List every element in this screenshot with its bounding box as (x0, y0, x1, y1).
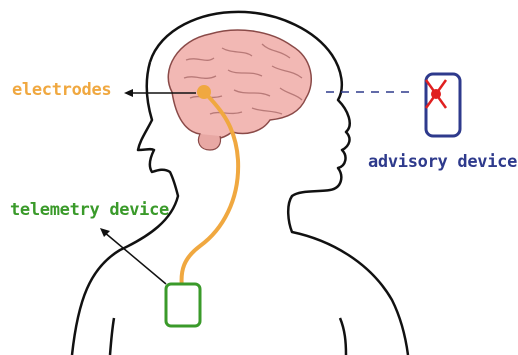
advisory-device-label: advisory device (368, 152, 517, 172)
telemetry-device (166, 284, 200, 326)
advisory-device (426, 74, 460, 136)
right-arm-line (340, 318, 346, 355)
telemetry-device-label: telemetry device (10, 200, 169, 220)
brain (168, 30, 311, 150)
telemetry-arrow (104, 232, 166, 284)
electrodes-label: electrodes (12, 80, 111, 100)
electrodes-arrowhead (124, 89, 133, 97)
left-arm-line (110, 318, 114, 355)
electrode-dot (197, 85, 211, 99)
